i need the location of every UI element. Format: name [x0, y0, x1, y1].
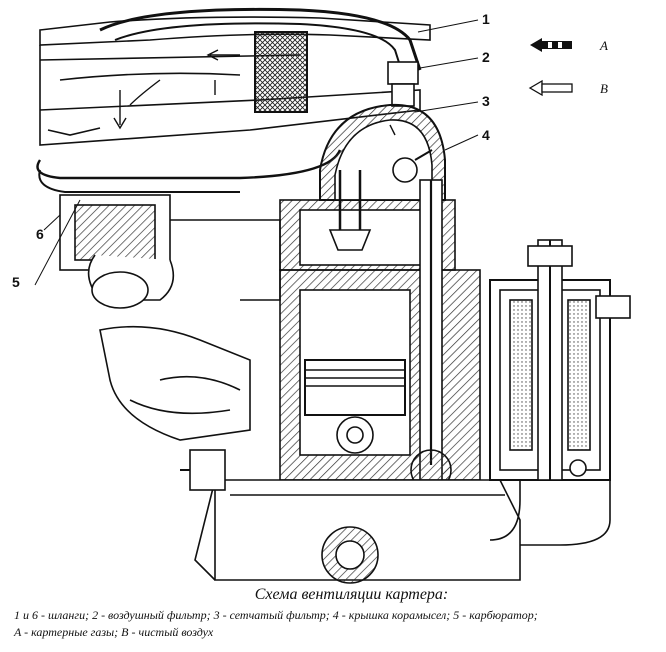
- legend-label-a: A: [599, 38, 608, 53]
- hose-6: [36, 149, 342, 193]
- caption-legend-line-2: A - картерные газы; B - чистый воздух: [14, 625, 214, 639]
- callout-6: 6: [36, 226, 44, 242]
- legend-arrow-crankcase-gases: [530, 38, 572, 52]
- hose-fitting: [387, 61, 419, 85]
- crankcase-ventilation-drawing: 1 2 3 4 5 6 A B: [12, 7, 631, 584]
- callout-4: 4: [482, 127, 490, 143]
- crankcase: [194, 479, 521, 584]
- pressure-sensor: [180, 449, 226, 491]
- legend-label-b: B: [600, 81, 608, 96]
- manifold: [99, 325, 251, 441]
- legend: A B: [528, 38, 608, 97]
- piston: [304, 359, 406, 416]
- air-filter-element: [254, 31, 308, 113]
- hose-1: [99, 7, 422, 73]
- callout-3: 3: [482, 93, 490, 109]
- callout-1: 1: [482, 11, 490, 27]
- caption-legend-line-1: 1 и 6 - шланги; 2 - воздушный фильтр; 3 …: [14, 608, 538, 622]
- callout-leaders: [34, 19, 479, 286]
- callout-2: 2: [482, 49, 490, 65]
- carburetor: [59, 194, 281, 309]
- callout-5: 5: [12, 274, 20, 290]
- flow-arrows: [113, 49, 396, 136]
- legend-arrow-clean-air: [528, 79, 573, 97]
- caption-title: Схема вентиляции картера:: [254, 586, 449, 603]
- caption: Схема вентиляции картера: 1 и 6 - шланги…: [14, 586, 659, 641]
- air-filter-housing: [39, 16, 431, 146]
- oil-filter: [489, 239, 631, 546]
- cylinder-block: [279, 179, 481, 491]
